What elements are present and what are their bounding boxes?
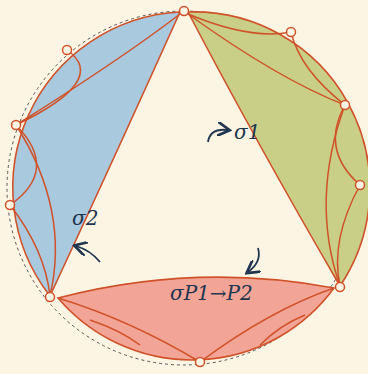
triangulation-chords (10, 14, 360, 362)
sigma-label: σ1 (234, 122, 260, 142)
vertex-dots (6, 7, 365, 367)
rotation-arrows (76, 130, 259, 272)
sigma-label: σP1→P2 (170, 283, 253, 303)
sigma-label: σ2 (72, 208, 98, 228)
blue-region (13, 12, 180, 296)
pink-region (58, 277, 334, 360)
green-region (188, 12, 368, 286)
